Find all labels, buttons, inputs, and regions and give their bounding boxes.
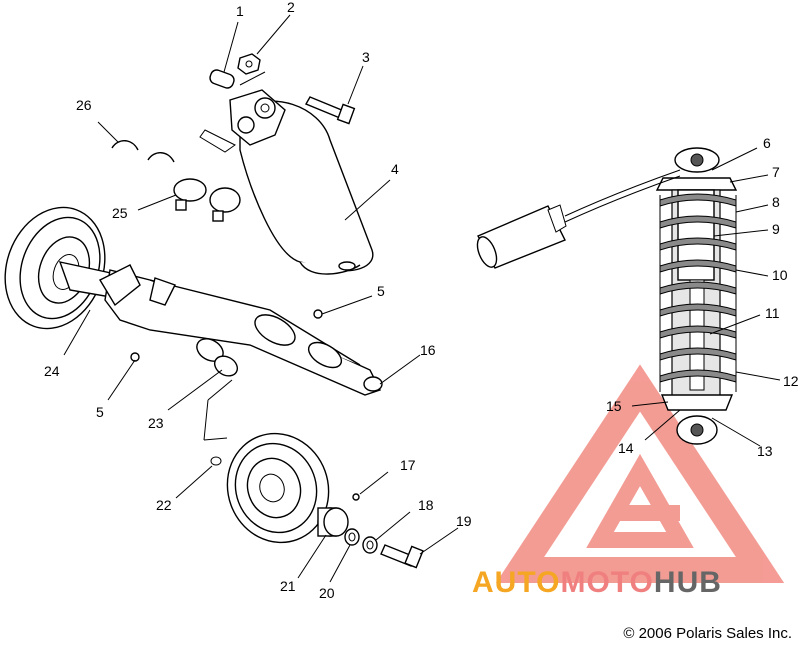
watermark-text: AUTOMOTOHUB (472, 566, 722, 599)
callout-3: 3 (362, 49, 370, 65)
remote-reservoir-part-6 (476, 169, 681, 269)
callout-20: 20 (319, 585, 335, 601)
callout-9: 9 (772, 221, 780, 237)
callout-5-lower: 5 (96, 404, 104, 420)
leader-lines (63, 14, 781, 583)
watermark-auto: AUTO (472, 566, 560, 599)
shock-absorber-left (199, 89, 374, 275)
callout-1: 1 (236, 3, 244, 19)
callout-22: 22 (156, 497, 172, 513)
callout-24: 24 (44, 363, 60, 379)
callout-26: 26 (76, 97, 92, 113)
callout-17: 17 (400, 457, 416, 473)
callout-18: 18 (418, 497, 434, 513)
washer-part-18 (362, 536, 378, 554)
callout-10: 10 (772, 267, 788, 283)
watermark-logo (495, 364, 785, 583)
watermark-hub: HUB (654, 566, 722, 599)
callout-14: 14 (618, 440, 634, 456)
callout-6: 6 (763, 135, 771, 151)
svg-text:AUTOMOTOHUB: AUTOMOTOHUB (472, 566, 722, 599)
callout-2: 2 (287, 0, 295, 15)
washer-part-20 (344, 528, 360, 546)
callout-12: 12 (783, 373, 799, 389)
callout-25: 25 (112, 205, 128, 221)
callout-21: 21 (280, 578, 296, 594)
bolt-part-19 (380, 544, 424, 569)
screw-part-17 (352, 493, 360, 501)
nut-part-2 (237, 53, 261, 75)
watermark-moto: MOTO (560, 566, 653, 599)
callout-15: 15 (606, 398, 622, 414)
callout-labels: 1 2 3 4 5 5 6 7 8 9 10 11 12 13 14 15 16… (44, 0, 799, 601)
torque-arm (58, 261, 383, 396)
callout-19: 19 (456, 513, 472, 529)
screw-part-5-lower (130, 352, 140, 362)
bolt-part-3 (304, 96, 356, 125)
coil-spring-part-12 (659, 193, 737, 392)
clip-part-26 (111, 140, 175, 163)
callout-7: 7 (772, 164, 780, 180)
callout-5-upper: 5 (377, 283, 385, 299)
callout-4: 4 (391, 161, 399, 177)
callout-11: 11 (765, 305, 780, 321)
callout-23: 23 (148, 415, 164, 431)
copyright-notice: © 2006 Polaris Sales Inc. (623, 625, 792, 642)
idler-wheel-part-22 (210, 432, 330, 544)
callout-16: 16 (420, 342, 436, 358)
callout-13: 13 (757, 443, 773, 459)
screw-part-5-upper (313, 309, 323, 319)
sleeve-part-1 (209, 69, 235, 89)
clamp-part-25 (173, 178, 241, 222)
spacer-part-21 (317, 507, 349, 537)
idler-wheel-part-24 (4, 206, 106, 330)
coilover-shock-right (655, 147, 738, 445)
callout-8: 8 (772, 194, 780, 210)
